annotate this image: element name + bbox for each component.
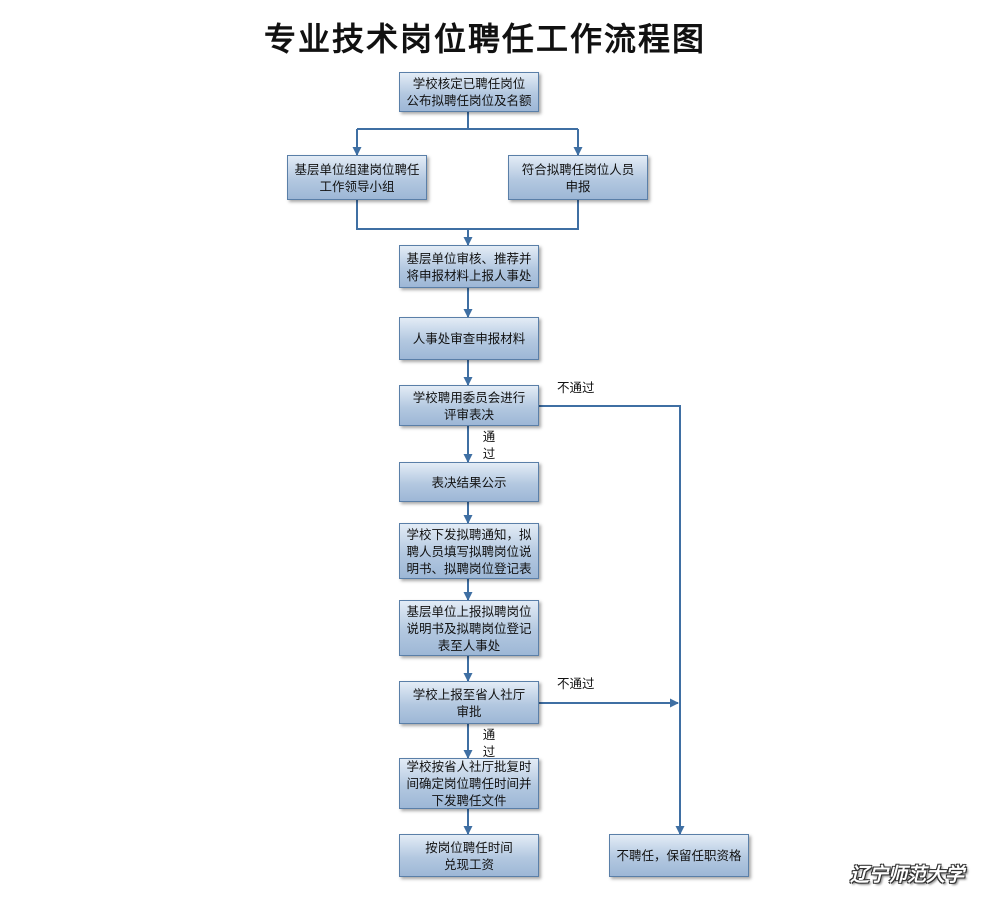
edge-n1-split xyxy=(357,112,578,130)
label-fail-1: 不通过 xyxy=(557,380,595,395)
node-pay-salary: 按岗位聘任时间 兑现工资 xyxy=(399,834,539,877)
node-committee-vote: 学校聘用委员会进行 评审表决 xyxy=(399,385,539,426)
node-form-leading-group: 基层单位组建岗位聘任 工作领导小组 xyxy=(287,155,427,200)
edge-fail-1 xyxy=(539,405,685,835)
node-publicize-result: 表决结果公示 xyxy=(399,462,539,502)
university-logo-text: 辽宁师范大学 xyxy=(850,864,965,886)
node-report-province: 学校上报至省人社厅 审批 xyxy=(399,681,539,724)
label-pass-1: 通 过 xyxy=(482,429,496,461)
label-fail-2: 不通过 xyxy=(557,676,595,691)
label-pass-2: 通 过 xyxy=(482,727,496,759)
node-candidate-apply: 符合拟聘任岗位人员 申报 xyxy=(508,155,648,200)
node-publish-positions: 学校核定已聘任岗位 公布拟聘任岗位及名额 xyxy=(399,72,539,112)
node-issue-notice: 学校下发拟聘通知，拟 聘人员填写拟聘岗位说 明书、拟聘岗位登记表 xyxy=(399,523,539,579)
node-unit-review-submit: 基层单位审核、推荐并 将申报材料上报人事处 xyxy=(399,245,539,288)
node-issue-appointment: 学校按省人社厅批复时 间确定岗位聘任时间并 下发聘任文件 xyxy=(399,758,539,809)
diagram-title: 专业技术岗位聘任工作流程图 xyxy=(263,20,706,58)
node-not-appointed: 不聘任，保留任职资格 xyxy=(609,834,749,877)
node-hr-review: 人事处审查申报材料 xyxy=(399,317,539,360)
node-unit-submit-forms: 基层单位上报拟聘岗位 说明书及拟聘岗位登记 表至人事处 xyxy=(399,600,539,656)
